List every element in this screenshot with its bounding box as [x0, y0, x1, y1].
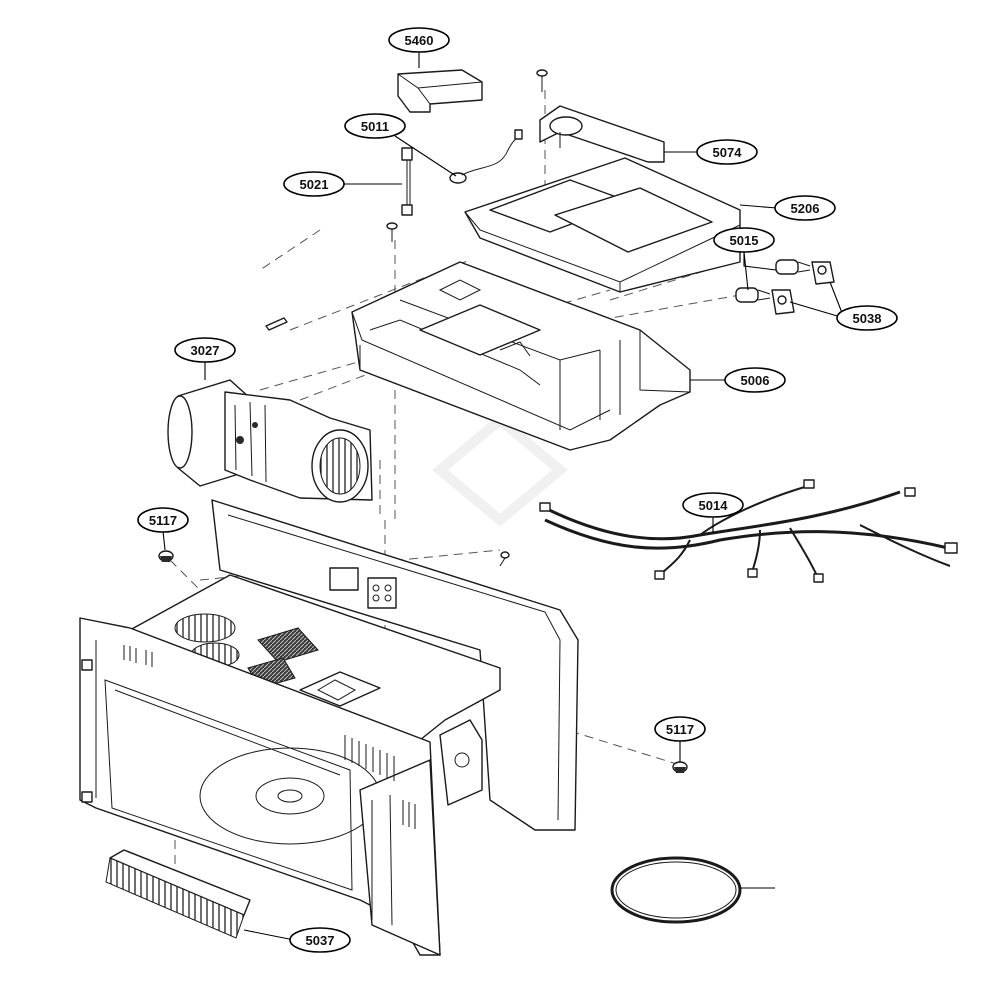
callout-5117-right: 5117: [654, 716, 706, 742]
callout-label: 5037: [306, 933, 335, 948]
callout-5021: 5021: [283, 171, 345, 197]
turntable-ring: [610, 856, 742, 924]
part-5021-wire: [401, 147, 413, 216]
callout-5011: 5011: [344, 113, 406, 139]
callout-5037: 5037: [289, 927, 351, 953]
callout-label: 5117: [666, 722, 694, 737]
part-5074-bracket: [539, 105, 665, 163]
callout-label: 3027: [191, 343, 220, 358]
part-5015-lamps: [735, 259, 811, 303]
callout-label: 5460: [405, 33, 434, 48]
screw-icon: [499, 551, 510, 567]
callout-5038: 5038: [836, 305, 898, 331]
callout-5117-left: 5117: [137, 507, 189, 533]
screw-icon: [386, 222, 398, 242]
watermark: [432, 413, 568, 527]
callout-5074: 5074: [696, 139, 758, 165]
callout-5014: 5014: [682, 492, 744, 518]
callout-label: 5206: [791, 201, 820, 216]
callout-5206: 5206: [774, 195, 836, 221]
callout-label: 5011: [361, 119, 389, 134]
part-5038-sockets: [771, 261, 835, 315]
part-5460-pad: [397, 69, 483, 113]
screw-icon: [536, 69, 548, 92]
callout-label: 5006: [741, 373, 770, 388]
callout-5006: 5006: [724, 367, 786, 393]
main-cavity: [79, 499, 579, 956]
part-5011-thermistor: [449, 129, 523, 184]
callout-5015: 5015: [713, 227, 775, 253]
part-5014-harness: [539, 479, 958, 583]
leader-lines: [162, 52, 845, 941]
callout-label: 5074: [713, 145, 743, 160]
part-3027-blower: [167, 379, 373, 503]
part-5006-base-plate: [351, 261, 691, 451]
part-5117-bumper-left: [158, 550, 174, 562]
part-5206-cover: [464, 157, 741, 293]
callout-label: 5014: [699, 498, 729, 513]
callout-3027: 3027: [174, 337, 236, 363]
part-5037-filter: [105, 849, 251, 939]
callout-label: 5021: [300, 177, 329, 192]
screw-icon: [265, 317, 288, 331]
part-5117-bumper-right: [672, 761, 688, 773]
callout-label: 5038: [853, 311, 882, 326]
callout-label: 5117: [149, 513, 177, 528]
callout-5460: 5460: [388, 27, 450, 53]
callout-label: 5015: [730, 233, 759, 248]
